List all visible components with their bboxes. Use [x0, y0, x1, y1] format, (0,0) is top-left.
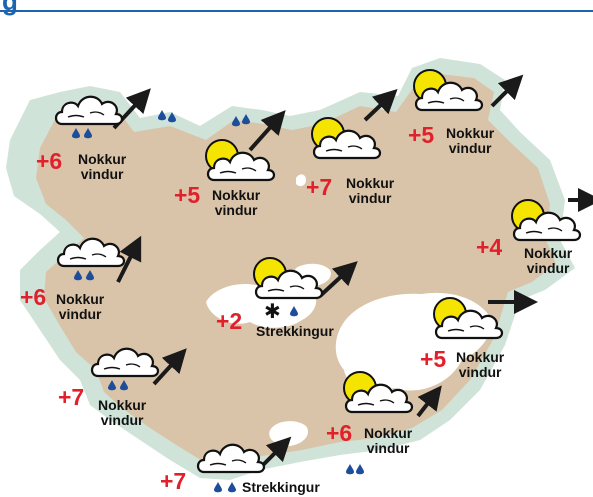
- wind-line-2: vindur: [348, 190, 392, 206]
- weather-icons: ✱: [54, 69, 582, 493]
- temperature-westfjords: +6: [36, 148, 63, 174]
- lake: [296, 174, 306, 187]
- wind-line-2: vindur: [448, 140, 492, 156]
- temperature-southcoast: +7: [160, 468, 187, 494]
- rain-drop-icon: [356, 464, 364, 475]
- temperature-north: +7: [306, 174, 333, 200]
- wind-line-2: vindur: [100, 412, 144, 428]
- header-rule: g: [0, 0, 593, 16]
- rain-drop-icon: [158, 110, 166, 121]
- wind-arrow-north: [363, 88, 398, 122]
- header-glyph: g: [2, 0, 18, 16]
- wind-line-1: Nokkur: [524, 245, 573, 261]
- temperature-northwest: +5: [174, 182, 201, 208]
- wind-line-2: vindur: [80, 166, 124, 182]
- wind-line-2: vindur: [58, 306, 102, 322]
- temperature-southeast: +5: [420, 346, 447, 372]
- wind-line-1: Strekkingur: [242, 479, 320, 495]
- temperature-southwest: +7: [58, 384, 85, 410]
- rain-drop-icon: [346, 464, 354, 475]
- wind-label-east: Nokkur vindur: [524, 246, 572, 276]
- wind-label-northeast: Nokkur vindur: [446, 126, 494, 156]
- temperature-highlands: +2: [216, 308, 243, 334]
- wind-label-southwest: Nokkur vindur: [98, 398, 146, 428]
- wind-arrow-southwest: [152, 348, 187, 386]
- svg-text:✱: ✱: [264, 299, 281, 323]
- wind-line-2: vindur: [366, 440, 410, 456]
- wind-line-2: vindur: [526, 260, 570, 276]
- temperature-west: +6: [20, 284, 47, 310]
- wind-label-highlands: Strekkingur: [256, 324, 334, 339]
- wind-line-2: vindur: [214, 202, 258, 218]
- wind-label-westfjords: Nokkur vindur: [78, 152, 126, 182]
- wind-label-west: Nokkur vindur: [56, 292, 104, 322]
- wind-arrow-northeast: [490, 74, 524, 108]
- wind-line-1: Nokkur: [346, 175, 395, 191]
- wind-line-1: Nokkur: [456, 349, 505, 365]
- wind-line-1: Nokkur: [56, 291, 105, 307]
- wind-line-1: Nokkur: [98, 397, 147, 413]
- wind-arrow-northwest: [248, 110, 286, 152]
- wind-label-northwest: Nokkur vindur: [212, 188, 260, 218]
- wind-line-1: Strekkingur: [256, 323, 334, 339]
- temperature-east: +4: [476, 234, 503, 260]
- header-bar: [0, 10, 593, 12]
- wind-line-1: Nokkur: [212, 187, 261, 203]
- wind-line-1: Nokkur: [78, 151, 127, 167]
- temperature-northeast: +5: [408, 122, 435, 148]
- wind-arrow-west: [116, 235, 142, 283]
- wind-line-2: vindur: [458, 364, 502, 380]
- wind-arrow-south: [416, 385, 442, 418]
- wind-label-southcoast: Strekkingur: [242, 480, 320, 495]
- wind-label-south: Nokkur vindur: [364, 426, 412, 456]
- sun-cloud-snow-icon: ✱: [253, 257, 324, 323]
- wind-line-1: Nokkur: [446, 125, 495, 141]
- wind-line-1: Nokkur: [364, 425, 413, 441]
- temperature-south: +6: [326, 420, 353, 446]
- wind-label-southeast: Nokkur vindur: [456, 350, 504, 380]
- wind-label-north: Nokkur vindur: [346, 176, 394, 206]
- wind-arrow-highlands: [318, 261, 358, 298]
